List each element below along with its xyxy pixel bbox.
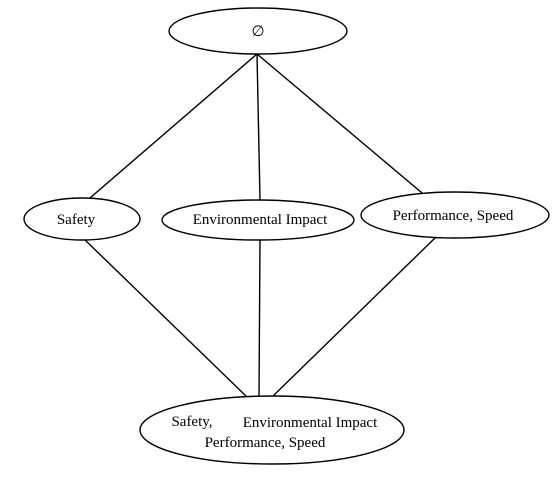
edge-environment-bottom	[258, 238, 261, 398]
node-environmental-impact-shape	[161, 199, 355, 241]
node-performance-speed-label: Performance, Speed	[393, 208, 514, 224]
node-full-set-label-line2: Environmental Impact	[243, 415, 378, 431]
node-empty-set: ∅	[168, 7, 348, 55]
node-safety-label: Safety	[57, 212, 96, 228]
node-performance-speed-shape	[360, 191, 550, 239]
node-full-set-label-line3: Performance, Speed	[205, 435, 326, 451]
node-safety: Safety	[23, 197, 141, 241]
node-empty-set-label: ∅	[251, 24, 264, 40]
node-full-set: Safety, Environmental Impact Performance…	[139, 395, 405, 465]
edges	[83, 53, 437, 398]
edge-safety-bottom	[83, 238, 248, 398]
node-environmental-impact-label: Environmental Impact	[193, 212, 328, 228]
node-full-set-label-line1: Safety,	[171, 414, 212, 430]
edge-top-environment	[256, 53, 261, 201]
node-performance-speed: Performance, Speed	[360, 191, 550, 239]
edge-top-performance	[256, 53, 429, 199]
edge-performance-bottom	[271, 236, 437, 398]
node-safety-shape	[23, 197, 141, 241]
node-environmental-impact: Environmental Impact	[161, 199, 355, 241]
edge-top-safety	[89, 53, 258, 199]
node-full-set-shape	[139, 395, 405, 465]
node-empty-set-shape	[168, 7, 348, 55]
